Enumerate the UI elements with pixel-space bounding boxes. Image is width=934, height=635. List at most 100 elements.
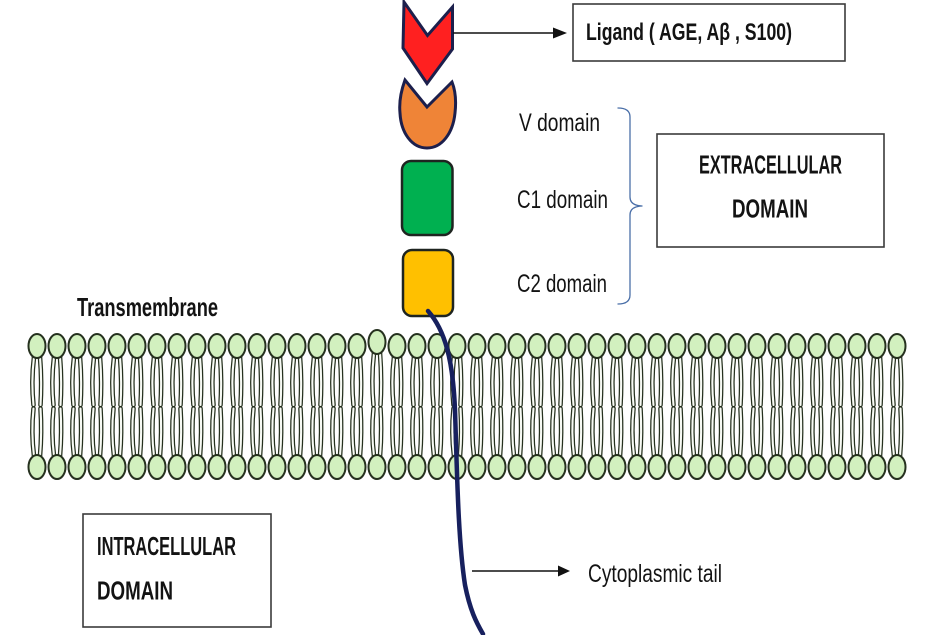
lipid-tail: [470, 406, 477, 459]
lipid-tail-fill: [758, 407, 763, 458]
lipid-tail: [50, 406, 57, 459]
lipid-head: [27, 333, 47, 359]
lipid-head: [747, 333, 767, 359]
lipid-tail: [90, 406, 97, 459]
lipid-tail: [317, 354, 324, 408]
lipid-tail: [890, 406, 897, 459]
lipid-tail-fill: [631, 355, 636, 407]
lipid-tail: [70, 354, 77, 408]
lipid-head: [607, 454, 627, 480]
lipid-tail-fill: [131, 407, 136, 458]
lipid-head: [87, 333, 107, 359]
lipid-tail: [390, 406, 397, 459]
lipid-tail-fill: [538, 407, 543, 458]
lipid-tail: [417, 406, 424, 459]
lipid-head: [687, 333, 707, 359]
lipid-tail: [177, 406, 184, 459]
lipid-tail: [810, 354, 817, 408]
lipid-tail-fill: [111, 407, 116, 458]
lipid-tail-fill: [151, 355, 156, 407]
lipid-tail-fill: [691, 407, 696, 458]
lipid-head: [487, 333, 507, 359]
lipid-tail-fill: [238, 407, 243, 458]
lipid-tail-fill: [578, 407, 583, 458]
lipid-tail: [137, 406, 144, 459]
lipid-tail: [230, 354, 237, 408]
lipid-tail-fill: [351, 355, 356, 407]
lipid-head: [287, 454, 307, 480]
lipid-tail: [550, 354, 557, 408]
lipid-tail-fill: [478, 355, 483, 407]
lipid-tail-fill: [371, 407, 376, 458]
lipid-head: [327, 454, 347, 480]
lipid-tail: [897, 406, 904, 459]
lipid-tail: [490, 354, 497, 408]
lipid-tail: [797, 354, 804, 408]
lipid-tail-fill: [218, 355, 223, 407]
lipid-tail-fill: [791, 407, 796, 458]
intracellular-label-line-1: INTRACELLULAR: [97, 531, 236, 561]
lipid-tail-fill: [458, 355, 463, 407]
lipid-tail: [730, 406, 737, 459]
lipid-head: [507, 333, 527, 359]
c1-domain-shape: [400, 159, 454, 237]
lipid-tail-fill: [878, 355, 883, 407]
lipid-head: [547, 454, 567, 480]
lipid-tail-fill: [118, 407, 123, 458]
lipid-tail: [550, 406, 557, 459]
lipid-tail: [617, 354, 624, 408]
lipid-tail-fill: [631, 407, 636, 458]
lipid-head: [147, 333, 167, 359]
lipid-tail-fill: [871, 407, 876, 458]
lipid-tail-fill: [698, 355, 703, 407]
lipid-tail-fill: [538, 355, 543, 407]
lipid-tail-fill: [471, 355, 476, 407]
lipid-tail: [710, 406, 717, 459]
lipid-head: [807, 333, 827, 359]
lipid-head: [707, 454, 727, 480]
intracellular-box-frame: [82, 513, 272, 628]
lipid-head: [407, 333, 427, 359]
lipid-tail-fill: [438, 355, 443, 407]
lipid-head: [667, 454, 687, 480]
extracellular-box-frame: [656, 133, 885, 248]
lipid-tail-fill: [491, 407, 496, 458]
lipid-tail: [177, 354, 184, 408]
lipid-tail-fill: [811, 407, 816, 458]
lipid-tail-fill: [58, 355, 63, 407]
lipid-head: [67, 454, 87, 480]
lipid-tail-fill: [298, 407, 303, 458]
receptor: [398, 0, 486, 635]
lipid-tail: [670, 406, 677, 459]
lipid-tail: [397, 406, 404, 459]
lipid-tail: [710, 354, 717, 408]
c2-domain-shape: [401, 248, 455, 318]
lipid-tail-fill: [791, 355, 796, 407]
lipid-tail: [150, 354, 157, 408]
lipid-tail-fill: [698, 407, 703, 458]
lipid-tail-fill: [871, 355, 876, 407]
lipid-tail: [350, 354, 357, 408]
lipid-tail-fill: [478, 407, 483, 458]
lipid-tail-fill: [371, 351, 376, 407]
lipid-tail-fill: [71, 407, 76, 458]
lipid-tail: [297, 354, 304, 408]
lipid-tail: [237, 354, 244, 408]
lipid-tail: [530, 354, 537, 408]
lipid-tail: [117, 406, 124, 459]
lipid-head: [227, 333, 247, 359]
lipid-tail: [670, 354, 677, 408]
lipid-tail-fill: [531, 355, 536, 407]
lipid-tail: [417, 354, 424, 408]
lipid-tail: [577, 406, 584, 459]
lipid-tail: [537, 354, 544, 408]
lipid-tail-fill: [738, 407, 743, 458]
lipid-tail: [837, 354, 844, 408]
lipid-tail: [110, 406, 117, 459]
lipid-tail-fill: [178, 355, 183, 407]
lipid-tail-fill: [598, 407, 603, 458]
lipid-head: [367, 329, 387, 355]
lipid-tail-fill: [191, 407, 196, 458]
lipid-tail-fill: [591, 355, 596, 407]
lipid-head: [87, 454, 107, 480]
